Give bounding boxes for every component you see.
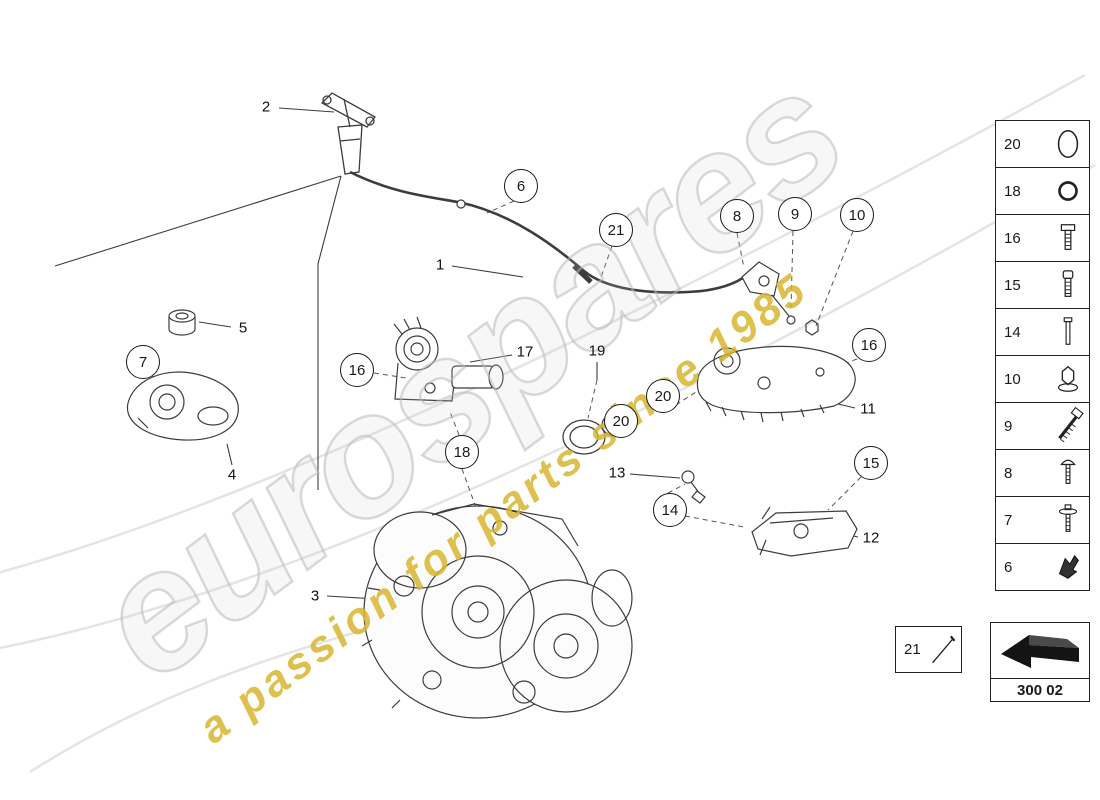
callout-5[interactable]: 5 — [238, 319, 248, 337]
long-screw-icon — [1058, 406, 1084, 443]
sidebar-item-16[interactable]: 16 — [995, 214, 1090, 262]
sidebar-item-7[interactable]: 7 — [995, 496, 1090, 544]
part-1-cable — [349, 170, 748, 294]
callout-label: 14 — [661, 501, 679, 519]
part-cable-end-bracket — [741, 261, 819, 336]
pan-head-screw-icon — [1060, 459, 1076, 484]
callout-20-lower[interactable]: 20 — [604, 404, 638, 438]
part-number-label: 7 — [1004, 511, 1013, 529]
part-13-sensor — [681, 470, 706, 504]
part-number-label: 20 — [1004, 135, 1021, 153]
callout-label: 15 — [862, 454, 880, 472]
part-3-gearbox — [361, 503, 633, 719]
callout-14[interactable]: 14 — [653, 493, 687, 527]
part-number-label: 21 — [904, 641, 921, 658]
callout-20-upper[interactable]: 20 — [646, 379, 680, 413]
callout-4[interactable]: 4 — [227, 466, 237, 484]
callout-3[interactable]: 3 — [310, 587, 320, 605]
callout-11[interactable]: 11 — [860, 400, 876, 418]
callout-2[interactable]: 2 — [261, 98, 271, 116]
callout-label: 16 — [348, 361, 366, 379]
clip-icon — [1058, 554, 1079, 579]
sidebar-item-14[interactable]: 14 — [995, 308, 1090, 356]
part-17-actuator — [393, 316, 504, 402]
part-11-cover — [696, 345, 856, 423]
callout-8[interactable]: 8 — [720, 199, 754, 233]
o-ring-small-icon — [1058, 181, 1078, 201]
callout-label: 6 — [516, 177, 526, 195]
part-5-bushing — [168, 309, 196, 336]
callout-10[interactable]: 10 — [840, 198, 874, 232]
part-number-label: 8 — [1004, 464, 1013, 482]
part-number-label: 16 — [1004, 229, 1021, 247]
sidebar-item-10[interactable]: 10 — [995, 355, 1090, 403]
sidebar-item-6[interactable]: 6 — [995, 543, 1090, 591]
sidebar-item-18[interactable]: 18 — [995, 167, 1090, 215]
arrow-panel — [991, 623, 1089, 679]
page-code: 300 02 — [1017, 681, 1063, 699]
callout-label: 20 — [612, 412, 630, 430]
part-number-label: 10 — [1004, 370, 1021, 388]
page-code-box[interactable]: 300 02 — [990, 622, 1090, 702]
flange-nut-icon — [1057, 365, 1079, 392]
callout-21[interactable]: 21 — [599, 213, 633, 247]
sidebar-item-9[interactable]: 9 — [995, 402, 1090, 450]
socket-bolt-icon — [1062, 270, 1074, 297]
callout-label: 10 — [848, 206, 866, 224]
stud-icon — [1063, 317, 1073, 345]
callout-label: 7 — [138, 353, 148, 371]
callout-18[interactable]: 18 — [445, 435, 479, 469]
callout-label: 16 — [860, 336, 878, 354]
part-number-label: 14 — [1004, 323, 1021, 341]
part-4-bracket — [126, 371, 239, 441]
washer-screw-icon — [1058, 504, 1078, 532]
callout-16-right[interactable]: 16 — [852, 328, 886, 362]
back-arrow-icon — [1001, 634, 1079, 668]
callout-16-left[interactable]: 16 — [340, 353, 374, 387]
callout-1[interactable]: 1 — [435, 256, 445, 274]
sidebar-item-20[interactable]: 20 — [995, 120, 1090, 168]
background-swoosh-curves — [0, 73, 1096, 774]
callout-label: 8 — [732, 207, 742, 225]
callout-6[interactable]: 6 — [504, 169, 538, 203]
hex-bolt-icon — [1060, 224, 1076, 250]
callout-17[interactable]: 17 — [516, 343, 534, 361]
part-12-bracket — [751, 506, 858, 557]
callout-label: 9 — [790, 205, 800, 223]
legend-item-21[interactable]: 21 — [895, 626, 962, 673]
callout-19[interactable]: 19 — [588, 342, 606, 360]
callout-9[interactable]: 9 — [778, 197, 812, 231]
part-number-label: 15 — [1004, 276, 1021, 294]
part-2-lever — [320, 92, 376, 175]
sidebar-item-8[interactable]: 8 — [995, 449, 1090, 497]
pin-icon — [931, 635, 956, 663]
callout-15[interactable]: 15 — [854, 446, 888, 480]
callout-7[interactable]: 7 — [126, 345, 160, 379]
part-number-label: 6 — [1004, 558, 1013, 576]
sidebar-item-15[interactable]: 15 — [995, 261, 1090, 309]
callout-13[interactable]: 13 — [608, 464, 626, 482]
callout-label: 21 — [607, 221, 625, 239]
o-ring-large-icon — [1057, 130, 1079, 158]
fastener-sidebar: 20 18 16 15 — [995, 120, 1090, 591]
callout-label: 20 — [654, 387, 672, 405]
part-number-label: 18 — [1004, 182, 1021, 200]
callout-12[interactable]: 12 — [862, 529, 880, 547]
callout-label: 18 — [453, 443, 471, 461]
part-number-label: 9 — [1004, 417, 1013, 435]
